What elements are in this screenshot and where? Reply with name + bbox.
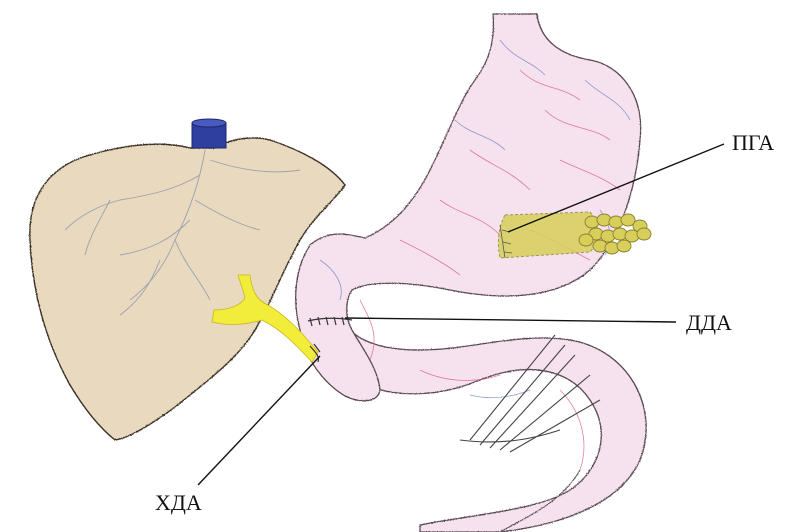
- pancreas-lobule: [579, 234, 593, 246]
- vena-cava-drawing: [192, 119, 226, 148]
- pancreas-lobule: [617, 240, 631, 252]
- pancreas-graft-drawing: [498, 212, 651, 258]
- label-hda: ХДА: [155, 492, 202, 514]
- jejunum-loop-drawing: [330, 330, 646, 532]
- hda-leader-line: [198, 356, 320, 485]
- dda-leader-line: [345, 318, 676, 322]
- pancreas-lobule: [637, 228, 651, 240]
- label-pga: ПГА: [732, 132, 774, 154]
- label-dda: ДДА: [686, 312, 732, 334]
- stomach-drawing: [296, 14, 641, 401]
